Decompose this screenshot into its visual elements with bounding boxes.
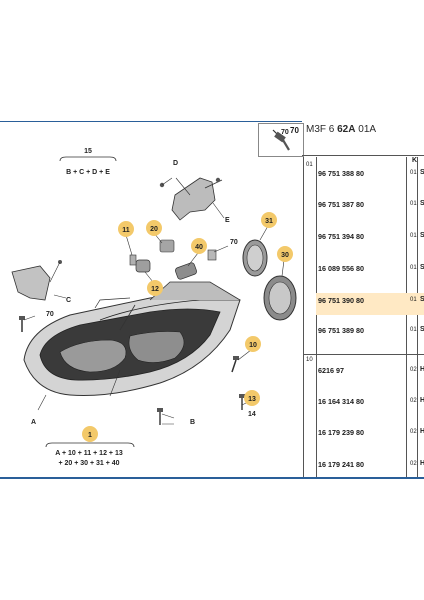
screw-14 <box>239 394 245 410</box>
screw-b <box>157 408 163 425</box>
bulb-70-small <box>207 249 217 261</box>
callout-1: 1 <box>82 426 98 442</box>
svg-text:1: 1 <box>88 432 92 439</box>
thumbnail-ref-number: 70 <box>290 126 299 135</box>
svg-text:13: 13 <box>248 396 256 403</box>
part-number: 6216 97 <box>318 366 344 375</box>
part-desc: S <box>420 296 424 303</box>
highlighted-row <box>316 293 424 315</box>
assembly-15-formula: 15 B + C + D + E <box>59 148 117 176</box>
socket-40 <box>175 262 197 280</box>
label-70-bulb: 70 <box>230 239 238 246</box>
group-label: 10 <box>306 357 313 363</box>
group-divider <box>303 354 424 355</box>
callout-30: 30 <box>277 246 293 262</box>
screw-thumbnail <box>258 123 304 157</box>
code-prefix: M3F 6 <box>306 124 335 135</box>
svg-text:11: 11 <box>122 227 130 234</box>
table-left-border <box>303 157 304 477</box>
part-desc: S <box>420 326 424 333</box>
assembly-formula-line1: A + 10 + 11 + 12 + 13 <box>55 450 123 457</box>
label-14: 14 <box>248 411 256 418</box>
label-e: E <box>225 217 230 224</box>
frame-top-border <box>0 121 302 122</box>
screw-70-left <box>19 316 25 332</box>
part-qty: 02 <box>410 429 417 435</box>
part-desc: S <box>420 169 424 176</box>
part-qty: 01 <box>410 170 417 176</box>
callout-20: 20 <box>146 220 162 236</box>
callout-40: 40 <box>191 238 207 254</box>
callout-13: 13 <box>244 390 260 406</box>
label-b: B <box>190 419 195 426</box>
code-bold: 62A <box>337 124 356 135</box>
part-number: 16 179 241 80 <box>318 460 364 469</box>
label-d: D <box>173 160 178 167</box>
part-number: 96 751 394 80 <box>318 232 364 241</box>
part-number: 16 089 556 80 <box>318 264 364 273</box>
part-desc: H <box>420 397 424 404</box>
assembly-1-formula: A + 10 + 11 + 12 + 13 + 20 + 30 + 31 + 4… <box>45 442 135 467</box>
part-qty: 01 <box>410 327 417 333</box>
svg-text:30: 30 <box>281 252 289 259</box>
part-number: 96 751 387 80 <box>318 200 364 209</box>
label-70-screw: 70 <box>46 311 54 318</box>
svg-text:12: 12 <box>151 286 159 293</box>
svg-text:40: 40 <box>195 244 203 251</box>
svg-text:31: 31 <box>265 218 273 225</box>
label-70: 70 <box>281 129 289 136</box>
part-qty: 01 <box>410 233 417 239</box>
bracket-c-assembly <box>11 260 62 301</box>
bulb-11 <box>129 254 137 266</box>
table-qty-divider <box>406 157 407 477</box>
cap-31 <box>242 239 268 277</box>
part-number: 96 751 390 80 <box>318 296 364 305</box>
screw-icon <box>272 129 290 151</box>
column-header-partial: K <box>412 157 418 164</box>
leader-lines <box>23 177 285 425</box>
part-desc: H <box>420 460 424 467</box>
svg-text:20: 20 <box>150 226 158 233</box>
table-top-border <box>302 155 424 156</box>
assembly-formula-line2: + 20 + 30 + 31 + 40 <box>58 460 119 467</box>
part-desc: H <box>420 428 424 435</box>
part-number: 96 751 388 80 <box>318 169 364 178</box>
table-col-divider <box>316 157 317 477</box>
bulb-20 <box>159 239 175 253</box>
part-desc: S <box>420 232 424 239</box>
svg-text:10: 10 <box>249 342 257 349</box>
part-number: 16 179 239 80 <box>318 428 364 437</box>
part-number: 96 751 389 80 <box>318 326 364 335</box>
socket-12 <box>135 259 151 273</box>
group-label: 01 <box>306 162 313 168</box>
callout-10: 10 <box>245 336 261 352</box>
callout-31: 31 <box>261 212 277 228</box>
part-qty: 01 <box>410 201 417 207</box>
part-number: 16 164 314 80 <box>318 397 364 406</box>
table-desc-divider <box>417 157 418 477</box>
diagram-code: M3F 6 62A 01A <box>306 124 376 135</box>
label-a: A <box>31 419 36 426</box>
part-desc: S <box>420 264 424 271</box>
part-desc: H <box>420 366 424 373</box>
screw-10 <box>231 356 239 373</box>
code-suffix: 01A <box>358 124 377 135</box>
part-desc: S <box>420 200 424 207</box>
letter-labels: D E C B A 14 70 70 70 <box>31 129 289 426</box>
part-qty: 02 <box>410 398 417 404</box>
label-c: C <box>66 297 71 304</box>
exploded-headlamp-diagram: 15 B + C + D + E <box>11 129 297 467</box>
frame-bottom-border <box>0 477 424 479</box>
headlamp-housing <box>23 281 241 397</box>
callout-11: 11 <box>118 221 134 237</box>
callout-12: 12 <box>147 280 163 296</box>
part-qty: 02 <box>410 367 417 373</box>
bracket-d-assembly <box>159 177 223 221</box>
part-qty: 01 <box>410 265 417 271</box>
cap-30 <box>263 275 297 321</box>
part-qty: 02 <box>410 461 417 467</box>
assembly-number: 15 <box>84 148 92 155</box>
part-qty: 01 <box>410 297 417 303</box>
assembly-formula: B + C + D + E <box>66 169 110 176</box>
